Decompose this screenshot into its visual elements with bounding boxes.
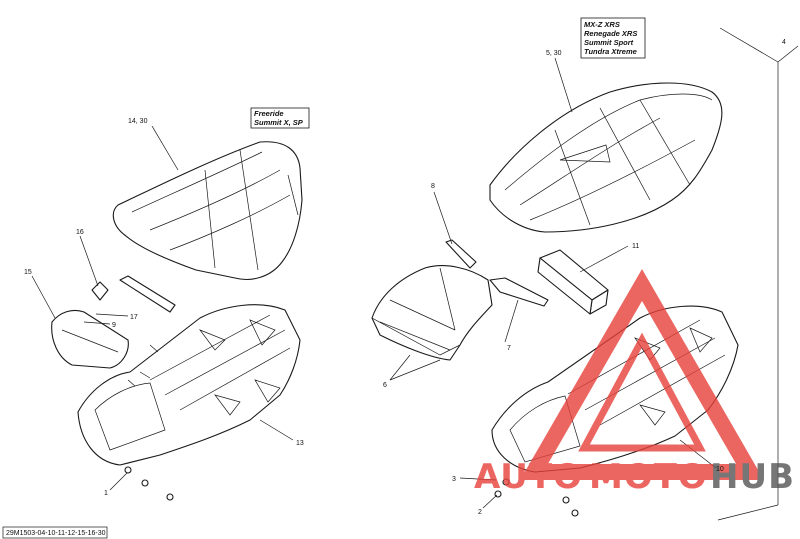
callout-10: 10 [716, 466, 724, 473]
watermark-text-hub: HUB [710, 457, 795, 497]
strip-8 [445, 239, 477, 269]
watermark-text-auto: AUTO [474, 457, 583, 497]
callout-9: 9 [112, 322, 116, 329]
caption-freeride-line2: Summit X, SP [254, 118, 304, 127]
callout-2: 2 [478, 509, 482, 516]
callout-11: 11 [632, 243, 639, 250]
bracket-17 [119, 275, 176, 313]
caption-mxz-line2: Renegade XRS [584, 29, 637, 38]
caption-freeride: Freeride Summit X, SP [250, 107, 310, 129]
caption-mxz-line4: Tundra Xtreme [584, 47, 637, 56]
fasteners [124, 466, 579, 517]
tail-light-15 [51, 309, 129, 369]
watermark-text-moto: MOTO [589, 457, 708, 497]
callout-1: 1 [104, 490, 108, 497]
callout-13: 13 [296, 440, 304, 447]
seat-freeride [112, 141, 303, 280]
seat-base-left [77, 304, 301, 466]
callout-4: 4 [782, 39, 786, 46]
callout-3: 3 [452, 476, 456, 483]
callout-5-30: 5, 30 [546, 50, 562, 57]
callout-16: 16 [76, 229, 84, 236]
seat-mxz [489, 82, 723, 233]
callouts: 14, 30 5, 30 4 8 11 16 15 17 9 7 6 13 1 … [24, 39, 786, 516]
callout-14-30: 14, 30 [128, 118, 148, 125]
caption-freeride-line1: Freeride [254, 109, 284, 118]
callout-7: 7 [507, 345, 511, 352]
bracket-7 [489, 277, 549, 307]
callout-17: 17 [130, 314, 138, 321]
connector-16 [91, 281, 109, 301]
callout-8: 8 [431, 183, 435, 190]
caption-mxz-line3: Summit Sport [584, 38, 634, 47]
caption-mxz: MX-Z XRS Renegade XRS Summit Sport Tundr… [580, 17, 646, 59]
bracket-lines [717, 27, 799, 521]
storage-bag [371, 265, 493, 361]
callout-6: 6 [383, 382, 387, 389]
footer-code-box: 29M1503-04-10-11-12-15-16-30 [2, 526, 108, 539]
foam-block-11 [537, 249, 609, 315]
callout-15: 15 [24, 269, 32, 276]
footer-code: 29M1503-04-10-11-12-15-16-30 [6, 530, 106, 537]
watermark-logo: AUTO MOTO HUB [474, 269, 795, 497]
caption-mxz-line1: MX-Z XRS [584, 20, 620, 29]
